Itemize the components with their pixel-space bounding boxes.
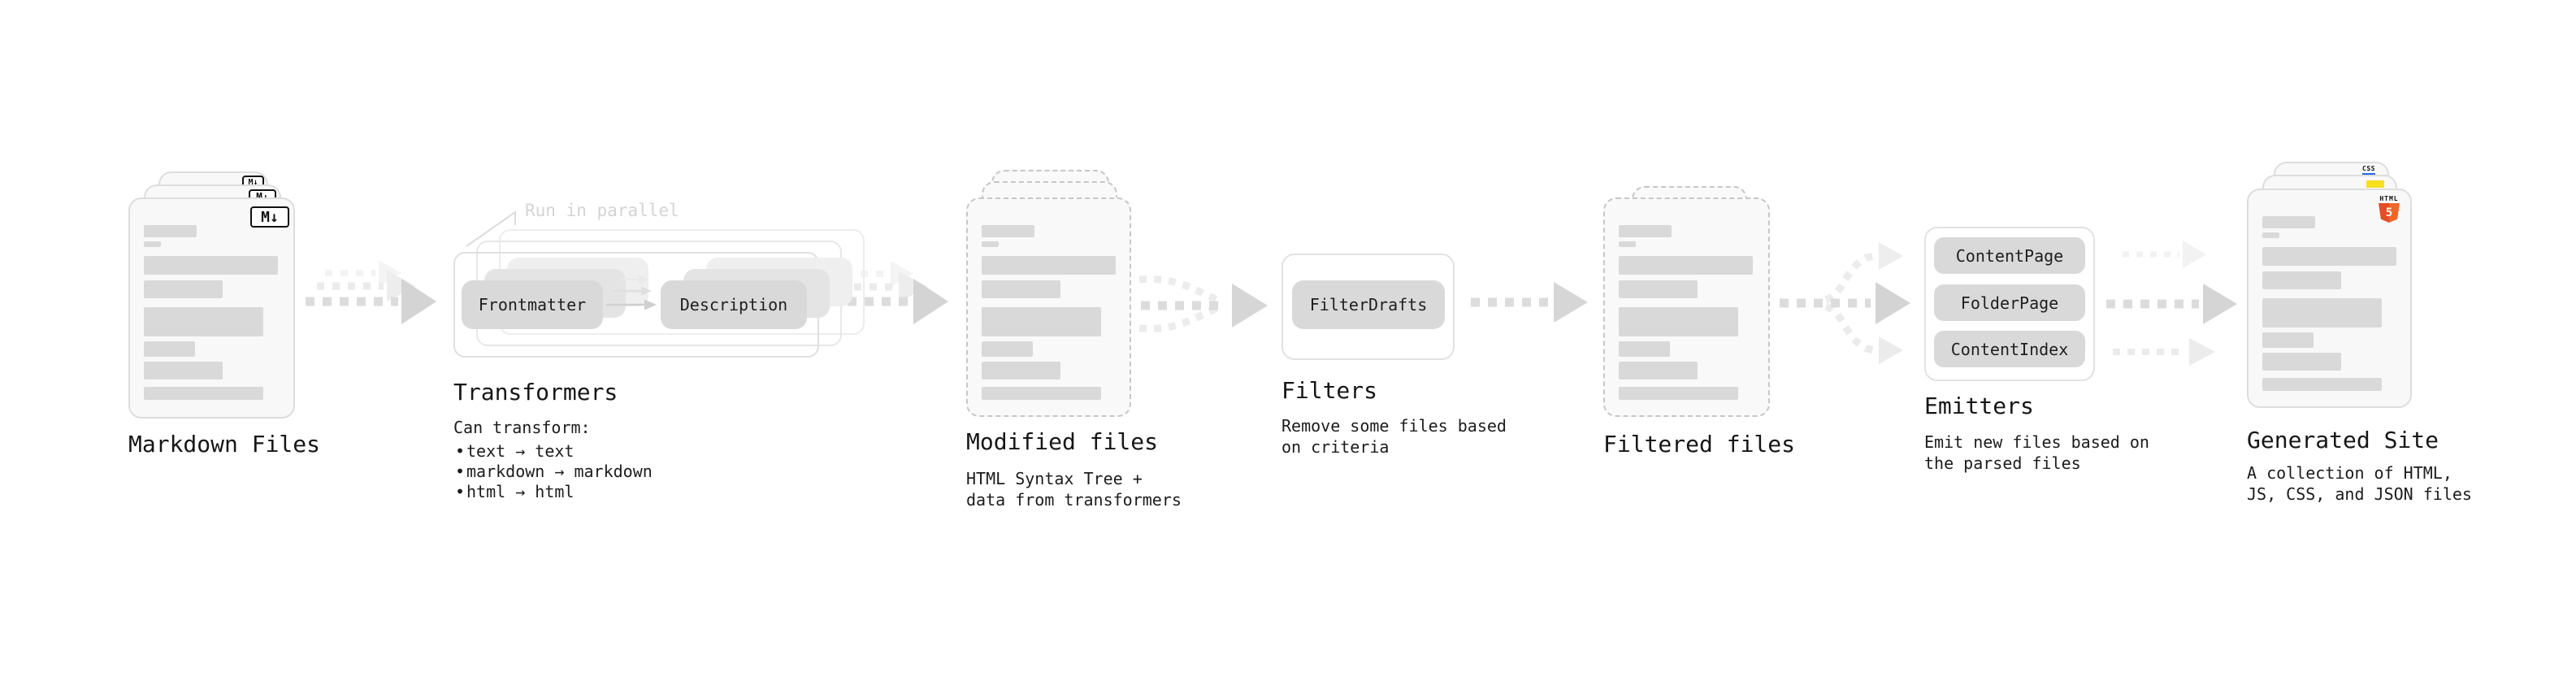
document-placeholder-content [1605,199,1768,415]
run-in-parallel-annotation: Run in parallel [525,201,679,220]
content-placeholder-bar [2262,353,2341,371]
javascript-icon [2366,180,2384,188]
filtered-files-label: Filtered files [1603,431,1796,458]
emitters-title: Emitters [1924,393,2034,419]
content-placeholder-bar [1619,256,1753,275]
folder-page-emitter-pill: FolderPage [1934,284,2085,321]
transformers-title: Transformers [453,379,618,406]
content-placeholder-bar [2262,232,2279,238]
document-placeholder-content [130,199,293,417]
content-placeholder-bar [982,241,999,247]
frontmatter-transformer-pill: Frontmatter [462,280,603,329]
bullet-marker: • [455,482,466,501]
content-placeholder-bar [982,341,1033,357]
bullet-marker: • [455,441,466,461]
content-placeholder-bar [1619,280,1698,298]
css-icon-underline [2362,173,2375,176]
description-transformer-pill: Description [661,280,807,329]
content-placeholder-bar [144,307,263,336]
content-placeholder-bar [982,280,1060,298]
content-placeholder-bar [982,387,1101,400]
content-placeholder-bar [2262,271,2341,289]
css-icon: CSS [2361,166,2376,176]
html5-icon-label: HTML [2379,195,2399,202]
content-placeholder-bar [1619,362,1698,380]
bullet-marker: • [455,462,466,481]
transformers-capability-list: • text → text • markdown → markdown • ht… [453,441,653,502]
markdown-icon: M↓ [250,206,289,228]
content-placeholder-bar [1619,341,1670,357]
content-placeholder-bar [144,241,161,247]
list-item: • text → text [453,441,653,462]
content-placeholder-bar [144,225,197,237]
arrow-emitters-to-site [2106,241,2237,366]
content-page-emitter-pill: ContentPage [1934,237,2085,274]
modified-files-description: HTML Syntax Tree + data from transformer… [966,469,1182,510]
generated-site-description: A collection of HTML, JS, CSS, and JSON … [2247,463,2472,504]
arrow-filters-to-filtered [1471,282,1588,323]
generated-site-label: Generated Site [2247,427,2439,453]
content-placeholder-bar [2262,247,2396,266]
css-icon-label: CSS [2362,165,2375,172]
html5-icon: HTML 5 [2377,195,2401,223]
html5-shield-number: 5 [2385,206,2393,219]
content-placeholder-bar [1619,307,1738,336]
content-placeholder-bar [1619,387,1738,400]
filters-title: Filters [1281,377,1378,404]
content-placeholder-bar [982,307,1101,336]
modified-file-card [966,197,1131,417]
content-index-emitter-pill: ContentIndex [1934,331,2085,367]
content-placeholder-bar [2262,298,2382,327]
arrow-filtered-to-emitters-fanout [1780,242,1910,364]
content-placeholder-bar [982,225,1034,237]
content-placeholder-bar [144,280,223,298]
content-placeholder-bar [144,387,263,400]
content-placeholder-bar [144,362,223,380]
content-placeholder-bar [982,256,1116,275]
content-placeholder-bar [144,341,195,357]
content-placeholder-bar [1619,225,1672,237]
list-item: • html → html [453,482,653,502]
content-placeholder-bar [2262,332,2314,348]
filtered-file-card [1603,197,1770,417]
arrow-modified-to-filters-merge [1138,275,1268,332]
content-placeholder-bar [2262,216,2315,228]
site-file-card-html: HTML 5 [2247,189,2412,408]
content-placeholder-bar [144,256,278,275]
filter-drafts-pill: FilterDrafts [1292,280,1445,329]
document-placeholder-content [968,199,1130,415]
transformers-description: Can transform: [453,418,591,437]
list-item-text: markdown → markdown [466,462,653,481]
markdown-file-card: M↓ [128,197,295,419]
markdown-files-label: Markdown Files [128,431,321,458]
list-item-text: html → html [466,482,575,501]
document-placeholder-content [2249,190,2410,406]
arrow-markdown-to-transformers [306,260,436,324]
modified-files-label: Modified files [966,428,1159,455]
content-placeholder-bar [982,362,1060,380]
list-item: • markdown → markdown [453,462,653,482]
content-placeholder-bar [1619,241,1636,247]
list-item-text: text → text [466,441,575,461]
content-placeholder-bar [2262,378,2382,391]
html5-shield: 5 [2379,203,2400,223]
filters-description: Remove some files based on criteria [1281,416,1507,457]
emitters-description: Emit new files based on the parsed files [1924,432,2149,473]
